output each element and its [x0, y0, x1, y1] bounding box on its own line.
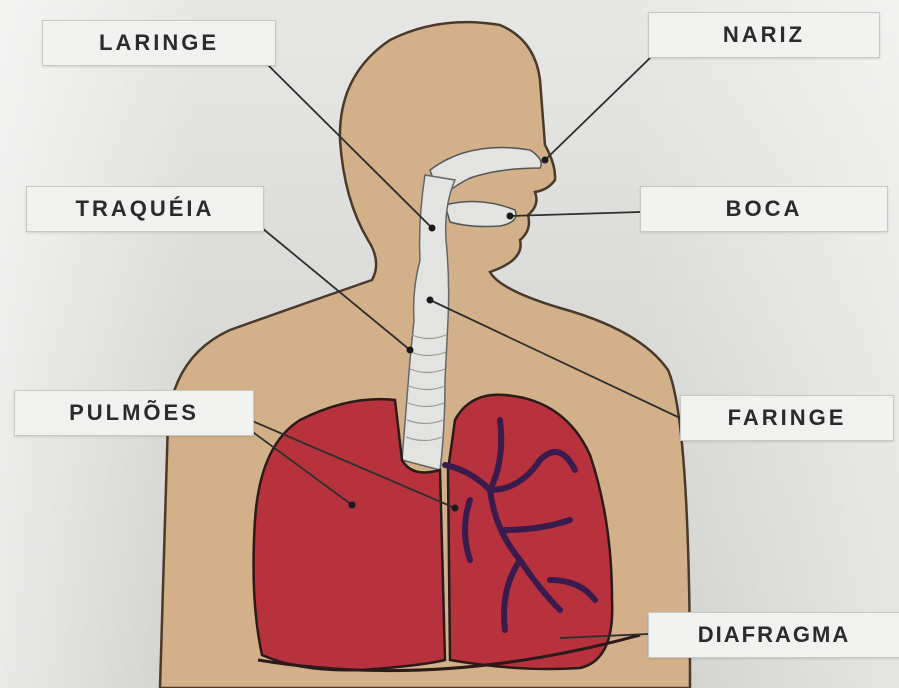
label-traqueia: TRAQUÉIA [26, 186, 264, 232]
label-laringe: LARINGE [42, 20, 276, 66]
label-pulmoes: PULMÕES [14, 390, 254, 436]
label-diafragma: DIAFRAGMA [648, 612, 899, 658]
label-boca: BOCA [640, 186, 888, 232]
label-nariz: NARIZ [648, 12, 880, 58]
label-faringe: FARINGE [680, 395, 894, 441]
leader-nariz [545, 58, 650, 160]
